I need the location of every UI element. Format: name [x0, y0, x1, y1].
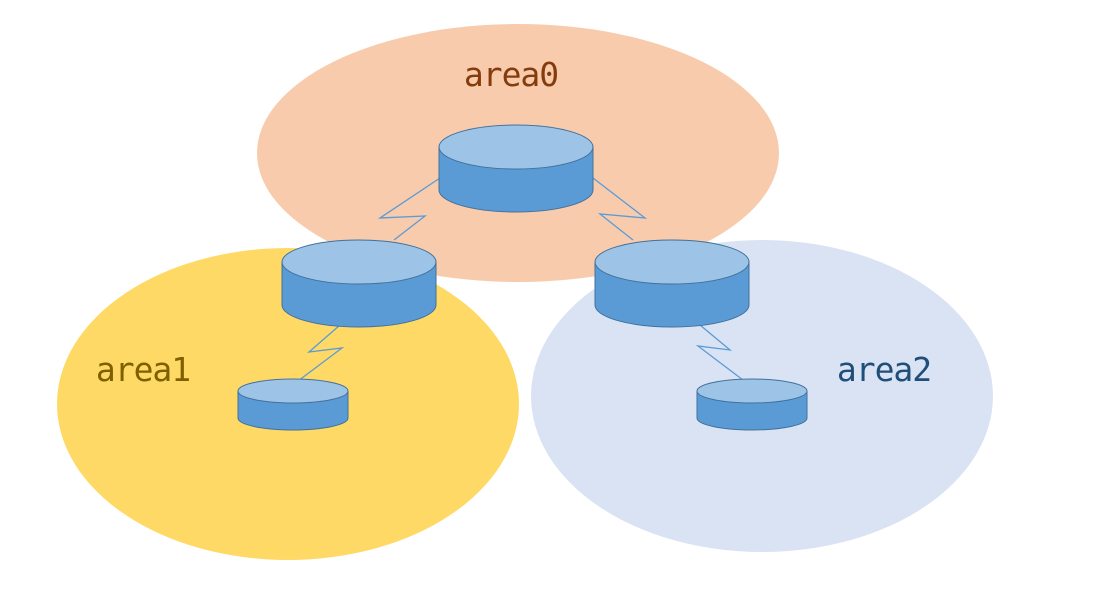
link-right-abr-to-area2-router — [695, 324, 744, 381]
link-left-abr-to-area1-router — [297, 324, 345, 382]
router-area1-internal-icon[interactable] — [237, 378, 349, 431]
area2-label: area2 — [837, 350, 931, 389]
router-area2-internal-icon[interactable] — [696, 378, 808, 431]
area1-label: area1 — [96, 350, 190, 389]
area0-label: area0 — [464, 55, 558, 94]
link-core-to-right-abr — [592, 177, 648, 241]
router-left-abr-icon[interactable] — [281, 239, 437, 328]
router-right-abr-icon[interactable] — [594, 239, 750, 328]
router-core-icon[interactable] — [438, 124, 594, 213]
link-core-to-left-abr — [377, 177, 441, 241]
